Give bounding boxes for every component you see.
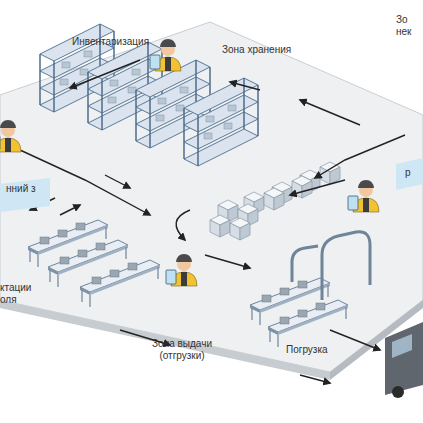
zone-label: Зона выдачи (отгрузки) <box>138 338 226 362</box>
zone-label: Инвентаризация <box>72 36 172 48</box>
zone-label: Погрузка <box>286 344 356 356</box>
zone-label: Зона хранения <box>222 44 312 56</box>
zone-label: Зо нек <box>396 14 422 38</box>
truck <box>385 322 423 398</box>
sign-text: нний з <box>6 183 36 195</box>
sign-text: р <box>405 167 419 179</box>
zone-sign: нний з <box>0 178 50 212</box>
zone-label: ктации оля <box>0 282 44 306</box>
zone-sign: р <box>396 158 423 190</box>
